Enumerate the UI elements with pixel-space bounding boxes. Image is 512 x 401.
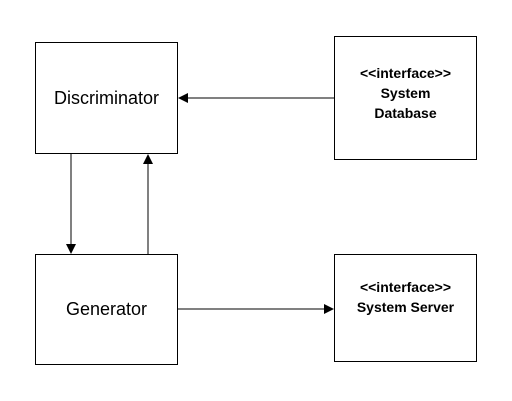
system-database-node: <<interface>> System Database — [334, 36, 477, 160]
generator-node: Generator — [35, 254, 178, 365]
system-server-stereotype: <<interface>> — [359, 279, 452, 295]
discriminator-node: Discriminator — [35, 42, 178, 154]
system-server-content: <<interface>> System Server — [357, 277, 454, 317]
generator-label: Generator — [65, 299, 148, 319]
system-database-name-line2: Database — [374, 105, 437, 121]
system-database-stereotype: <<interface>> — [359, 65, 452, 81]
system-server-node: <<interface>> System Server — [334, 254, 477, 362]
system-database-name-line1: System — [380, 85, 431, 101]
discriminator-label: Discriminator — [53, 87, 159, 108]
system-server-name: System Server — [356, 299, 455, 315]
system-database-content: <<interface>> System Database — [360, 63, 451, 123]
